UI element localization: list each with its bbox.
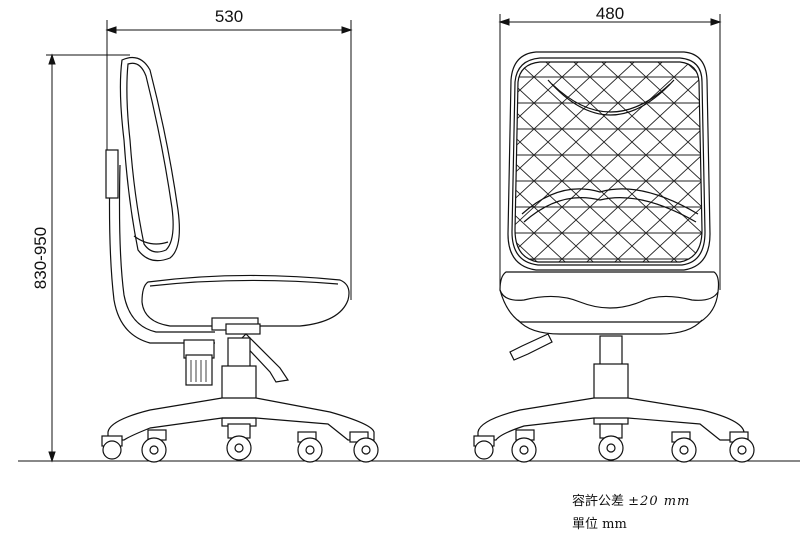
front-caster-4: [671, 431, 697, 463]
side-view-chair: [101, 57, 379, 463]
height-dimension: [46, 53, 130, 463]
front-caster-2: [511, 429, 537, 463]
side-depth-dimension: [105, 20, 353, 300]
side-caster-3: [226, 423, 252, 461]
unit-value: mm: [602, 517, 627, 532]
side-caster-5: [349, 431, 379, 463]
side-backrest: [119, 57, 180, 262]
front-star-base: [477, 397, 745, 441]
tolerance-label: 容許公差: [572, 494, 625, 509]
height-range-label: 830-950: [31, 227, 50, 289]
side-caster-2: [141, 429, 167, 463]
tolerance-note: 容許公差 ±20 mm: [572, 490, 690, 509]
front-caster-1: [473, 435, 495, 460]
front-width-label: 480: [596, 4, 624, 23]
unit-note: 單位 mm: [572, 513, 627, 532]
side-caster-1: [101, 435, 123, 460]
tolerance-value: ±20 mm: [628, 494, 691, 509]
front-width-dimension: [498, 14, 722, 290]
side-caster-4: [297, 431, 323, 463]
side-seat-cushion: [141, 274, 350, 327]
unit-label: 單位: [572, 517, 599, 532]
front-view-chair: [473, 51, 755, 463]
front-caster-3: [598, 423, 624, 461]
side-depth-label: 530: [215, 7, 243, 26]
side-star-base: [107, 397, 375, 441]
front-seat-cushion: [499, 271, 720, 309]
front-backrest-mesh: [514, 61, 703, 263]
front-caster-5: [729, 431, 755, 463]
